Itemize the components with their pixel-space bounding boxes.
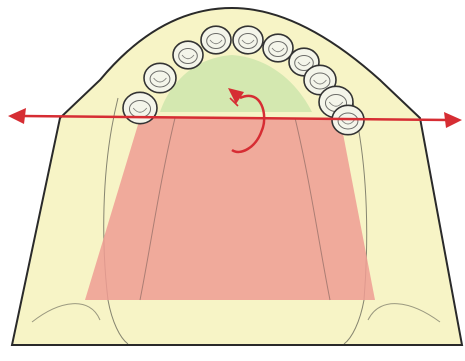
tooth (173, 41, 203, 69)
tooth (123, 92, 157, 123)
tooth (233, 26, 263, 54)
tooth (201, 26, 231, 54)
tooth (144, 63, 176, 92)
tooth (263, 34, 293, 62)
